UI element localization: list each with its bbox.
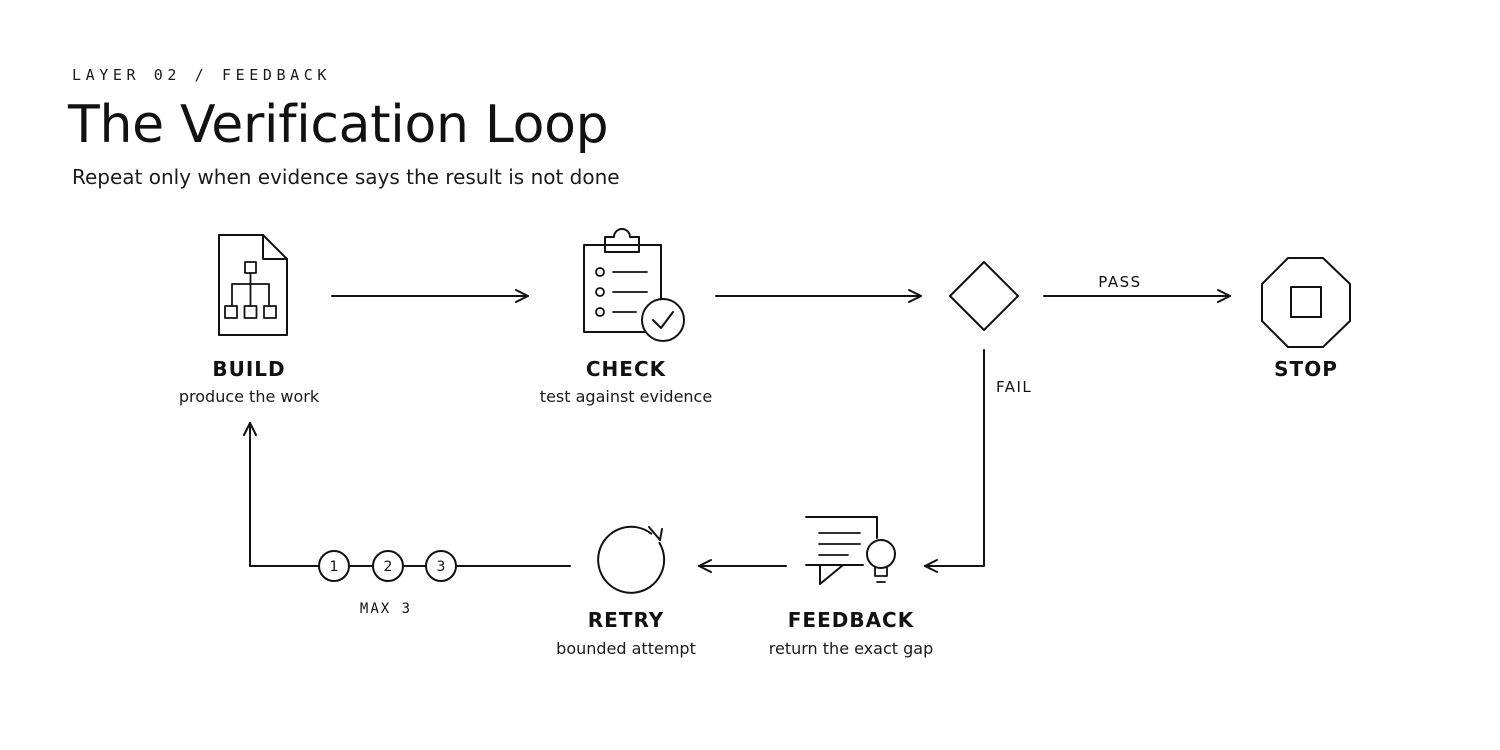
attempt-step: 1 bbox=[318, 550, 350, 582]
attempt-step: 2 bbox=[372, 550, 404, 582]
page-title: The Verification Loop bbox=[68, 95, 609, 155]
feedback-title: FEEDBACK bbox=[788, 608, 915, 632]
retry-to-build-arrow bbox=[243, 422, 571, 567]
fail-arrow bbox=[924, 349, 985, 573]
max-attempts-label: MAX 3 bbox=[360, 601, 412, 617]
build-title: BUILD bbox=[212, 357, 285, 381]
attempt-step-number: 3 bbox=[437, 559, 446, 575]
fail-label: FAIL bbox=[996, 378, 1032, 396]
feedback-subtitle: return the exact gap bbox=[769, 639, 933, 658]
speech-bubble-lightbulb-icon bbox=[805, 516, 896, 585]
stop-node: STOP bbox=[1261, 257, 1351, 381]
pass-label: PASS bbox=[1098, 273, 1141, 291]
retry-subtitle: bounded attempt bbox=[556, 639, 696, 658]
document-hierarchy-icon bbox=[218, 234, 288, 336]
feedback-node: FEEDBACK return the exact gap bbox=[769, 516, 933, 658]
build-node: BUILD produce the work bbox=[179, 234, 320, 406]
retry-title: RETRY bbox=[588, 608, 665, 632]
attempt-step: 3 bbox=[425, 550, 457, 582]
check-title: CHECK bbox=[586, 357, 667, 381]
attempt-step-number: 1 bbox=[330, 559, 339, 575]
decision-diamond-icon bbox=[949, 261, 1019, 331]
page-subtitle: Repeat only when evidence says the resul… bbox=[72, 165, 620, 189]
stop-octagon-icon bbox=[1261, 257, 1351, 348]
build-subtitle: produce the work bbox=[179, 387, 320, 406]
check-subtitle: test against evidence bbox=[540, 387, 712, 406]
eyebrow-label: LAYER 02 / FEEDBACK bbox=[72, 66, 331, 84]
attempt-counter: 1 2 3 MAX 3 bbox=[318, 550, 457, 617]
check-node: CHECK test against evidence bbox=[540, 228, 712, 406]
clipboard-checklist-icon bbox=[583, 228, 685, 342]
attempt-step-number: 2 bbox=[384, 559, 393, 575]
stop-title: STOP bbox=[1274, 357, 1338, 381]
circular-arrow-icon bbox=[597, 525, 666, 594]
retry-node: RETRY bounded attempt bbox=[556, 525, 696, 658]
stop-square-icon bbox=[1290, 286, 1322, 318]
